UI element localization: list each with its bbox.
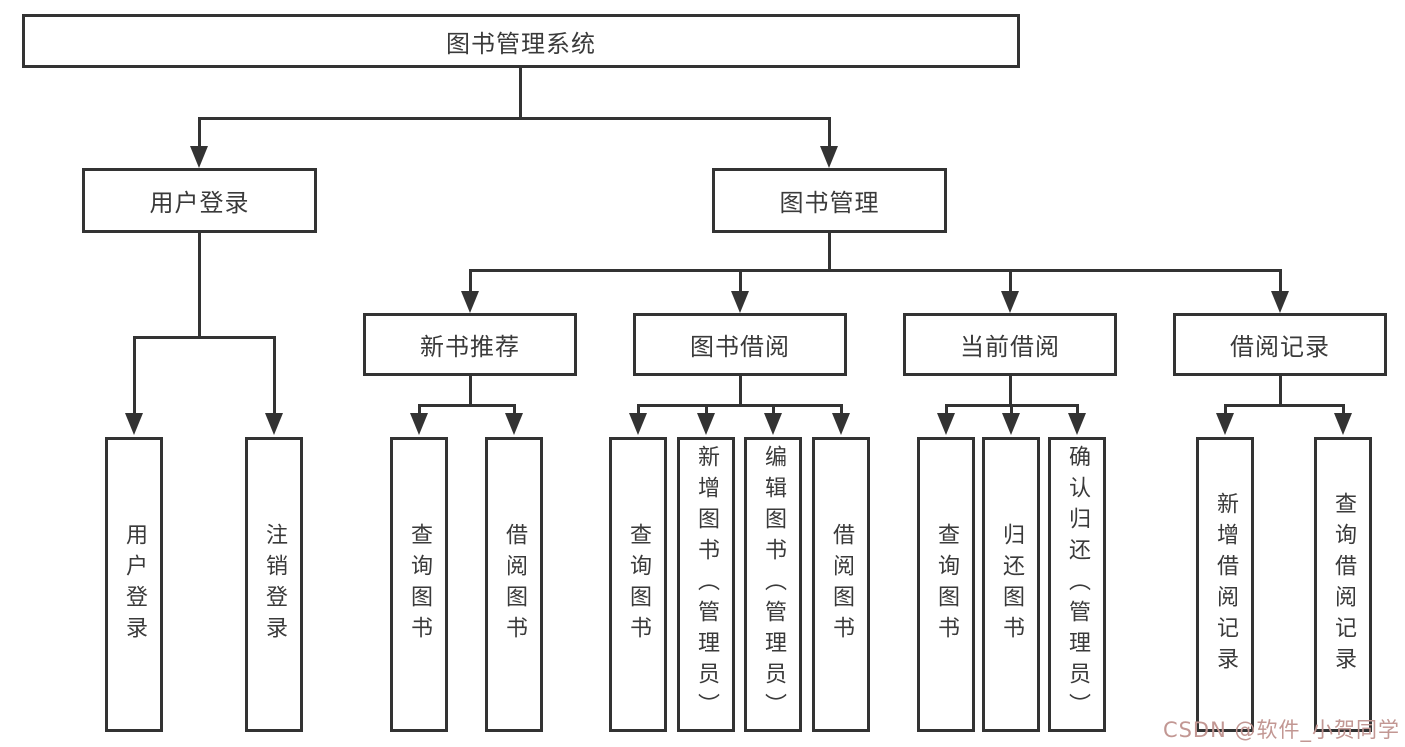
- connector-arrow-current-borrow: [1001, 291, 1019, 313]
- connector-drop-leaf-login: [133, 336, 136, 413]
- connector-root-bar: [198, 117, 830, 120]
- connector-arrow-bb-query: [629, 413, 647, 435]
- leaf-logout-label: 注销登录: [262, 522, 287, 647]
- connector-drop-bb-query: [637, 404, 640, 415]
- connector-book-borrow-bar: [637, 404, 842, 407]
- connector-arrow-nb-query: [410, 413, 428, 435]
- connector-user-login-stem: [198, 233, 201, 338]
- leaf-nb-query-books: 查询图书: [390, 437, 448, 732]
- node-borrow-records: 借阅记录: [1173, 313, 1387, 376]
- leaf-br-add-record: 新增借阅记录: [1196, 437, 1254, 732]
- connector-book-borrow-stem: [739, 376, 742, 407]
- leaf-bb-query-books-label: 查询图书: [626, 522, 651, 647]
- connector-borrow-records-stem: [1279, 376, 1282, 407]
- connector-drop-nb-query: [418, 404, 421, 415]
- node-new-book-recommend: 新书推荐: [363, 313, 577, 376]
- connector-arrow-cb-return: [1002, 413, 1020, 435]
- connector-drop-nb-borrow: [513, 404, 516, 415]
- leaf-nb-query-books-label: 查询图书: [407, 522, 432, 647]
- node-library-management-system: 图书管理系统: [22, 14, 1020, 68]
- connector-current-borrow-stem: [1009, 376, 1012, 407]
- connector-arrow-leaf-login: [125, 413, 143, 435]
- connector-arrow-bb-add: [697, 413, 715, 435]
- node-book-borrow: 图书借阅: [633, 313, 847, 376]
- node-book-management-label: 图书管理: [779, 189, 880, 217]
- connector-drop-new-books: [469, 269, 472, 291]
- leaf-bb-query-books: 查询图书: [609, 437, 667, 732]
- connector-borrow-records-bar: [1224, 404, 1344, 407]
- node-borrow-records-label: 借阅记录: [1230, 333, 1330, 361]
- connector-drop-borrow-records: [1279, 269, 1282, 291]
- leaf-bb-borrow-books: 借阅图书: [812, 437, 870, 732]
- leaf-cb-confirm-return-admin: 确认归还（管理员）: [1048, 437, 1106, 732]
- leaf-nb-borrow-books-label: 借阅图书: [502, 522, 527, 647]
- connector-drop-book-borrow: [739, 269, 742, 291]
- leaf-bb-add-book-admin-label: 新增图书（管理员）: [694, 445, 719, 724]
- connector-arrow-cb-confirm: [1068, 413, 1086, 435]
- leaf-cb-return-books: 归还图书: [982, 437, 1040, 732]
- leaf-bb-borrow-books-label: 借阅图书: [829, 522, 854, 647]
- leaf-br-query-record-label: 查询借阅记录: [1331, 491, 1356, 678]
- connector-drop-bb-edit: [772, 404, 775, 415]
- leaf-user-login: 用户登录: [105, 437, 163, 732]
- leaf-user-login-label: 用户登录: [122, 522, 147, 647]
- connector-drop-leaf-logout: [273, 336, 276, 413]
- connector-drop-user-login: [198, 117, 201, 147]
- node-library-management-system-label: 图书管理系统: [446, 29, 596, 58]
- connector-arrow-br-query: [1334, 413, 1352, 435]
- node-book-management: 图书管理: [712, 168, 947, 233]
- connector-drop-br-add: [1224, 404, 1227, 415]
- node-book-borrow-label: 图书借阅: [690, 333, 790, 361]
- connector-new-books-bar: [418, 404, 515, 407]
- node-user-login-label: 用户登录: [149, 189, 250, 217]
- connector-drop-bb-borrow: [840, 404, 843, 415]
- leaf-logout: 注销登录: [245, 437, 303, 732]
- leaf-bb-edit-book-admin-label: 编辑图书（管理员）: [761, 445, 786, 724]
- connector-drop-br-query: [1342, 404, 1345, 415]
- connector-new-books-stem: [469, 376, 472, 407]
- node-current-borrow-label: 当前借阅: [960, 333, 1060, 361]
- leaf-bb-edit-book-admin: 编辑图书（管理员）: [744, 437, 802, 732]
- connector-arrow-bb-borrow: [832, 413, 850, 435]
- connector-drop-cb-confirm: [1076, 404, 1079, 415]
- leaf-nb-borrow-books: 借阅图书: [485, 437, 543, 732]
- connector-book-management-stem: [828, 233, 831, 272]
- connector-drop-cb-query: [945, 404, 948, 415]
- connector-arrow-new-books: [461, 291, 479, 313]
- leaf-br-query-record: 查询借阅记录: [1314, 437, 1372, 732]
- node-current-borrow: 当前借阅: [903, 313, 1117, 376]
- connector-drop-bb-add: [705, 404, 708, 415]
- leaf-cb-query-books: 查询图书: [917, 437, 975, 732]
- connector-arrow-book-borrow: [731, 291, 749, 313]
- connector-drop-cb-return: [1010, 404, 1013, 415]
- connector-arrow-book-management: [820, 146, 838, 168]
- leaf-bb-add-book-admin: 新增图书（管理员）: [677, 437, 735, 732]
- connector-user-login-bar: [133, 336, 275, 339]
- leaf-br-add-record-label: 新增借阅记录: [1213, 491, 1238, 678]
- watermark: CSDN @软件_小贺同学: [1162, 718, 1400, 742]
- connector-book-management-bar: [469, 269, 1281, 272]
- leaf-cb-return-books-label: 归还图书: [999, 522, 1024, 647]
- connector-arrow-br-add: [1216, 413, 1234, 435]
- connector-arrow-cb-query: [937, 413, 955, 435]
- connector-arrow-nb-borrow: [505, 413, 523, 435]
- connector-drop-book-management: [828, 117, 831, 147]
- node-user-login: 用户登录: [82, 168, 317, 233]
- leaf-cb-query-books-label: 查询图书: [934, 522, 959, 647]
- connector-root-stem: [519, 68, 522, 119]
- connector-arrow-user-login: [190, 146, 208, 168]
- node-new-book-recommend-label: 新书推荐: [420, 333, 520, 361]
- connector-arrow-borrow-records: [1271, 291, 1289, 313]
- connector-arrow-bb-edit: [764, 413, 782, 435]
- connector-arrow-leaf-logout: [265, 413, 283, 435]
- leaf-cb-confirm-return-admin-label: 确认归还（管理员）: [1065, 445, 1090, 724]
- connector-drop-current-borrow: [1009, 269, 1012, 291]
